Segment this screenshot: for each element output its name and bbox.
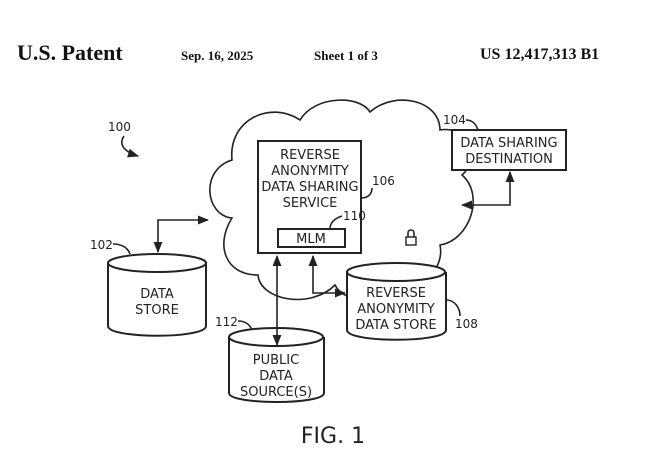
patent-number: US 12,417,313 B1 — [480, 46, 600, 63]
ra-store-label-2: ANONYMITY — [357, 302, 435, 317]
ref-106: 106 — [372, 174, 395, 188]
destination-label-2: DESTINATION — [465, 152, 553, 167]
sheet-number: Sheet 1 of 3 — [314, 48, 378, 63]
public-label-1: PUBLIC — [253, 353, 299, 368]
ref-108: 108 — [455, 317, 478, 331]
patent-label: U.S. Patent — [17, 40, 123, 65]
destination-label-1: DATA SHARING — [460, 136, 557, 151]
data-store-label-2: STORE — [135, 303, 179, 318]
ref-110: 110 — [343, 209, 366, 223]
ref-100: 100 — [108, 120, 131, 134]
ref-104: 104 — [443, 113, 466, 127]
connector-ra-store — [308, 254, 347, 298]
ref-108-leader — [445, 299, 461, 317]
ra-store-label-1: REVERSE — [366, 286, 426, 301]
ref-104-leader — [465, 119, 479, 131]
ref-102-leader — [112, 243, 131, 255]
service-label-4: SERVICE — [283, 196, 338, 211]
connector-data-store — [153, 215, 210, 254]
service-label-1: REVERSE — [280, 148, 340, 163]
ref-106-leader — [360, 187, 373, 199]
service-label-3: DATA SHARING — [261, 180, 358, 195]
ra-store-label-3: DATA STORE — [355, 318, 436, 333]
ref-102: 102 — [90, 238, 113, 252]
public-label-3: SOURCE(S) — [240, 385, 312, 400]
lock-icon — [405, 229, 417, 246]
figure-caption: FIG. 1 — [301, 424, 365, 449]
connector-destination — [460, 170, 515, 210]
mlm-label: MLM — [296, 232, 326, 247]
ref-100-pointer — [121, 135, 140, 158]
patent-date: Sep. 16, 2025 — [181, 48, 254, 63]
destination-box — [451, 129, 567, 171]
ref-112-leader — [237, 320, 253, 331]
mlm-box — [277, 228, 346, 248]
data-store-label-1: DATA — [140, 287, 174, 302]
service-label-2: ANONYMITY — [271, 164, 349, 179]
data-store-cylinder — [107, 253, 207, 337]
ra-data-store-cylinder — [346, 262, 447, 341]
ref-112: 112 — [215, 315, 238, 329]
ref-110-leader — [329, 215, 343, 230]
public-label-2: DATA — [259, 369, 293, 384]
